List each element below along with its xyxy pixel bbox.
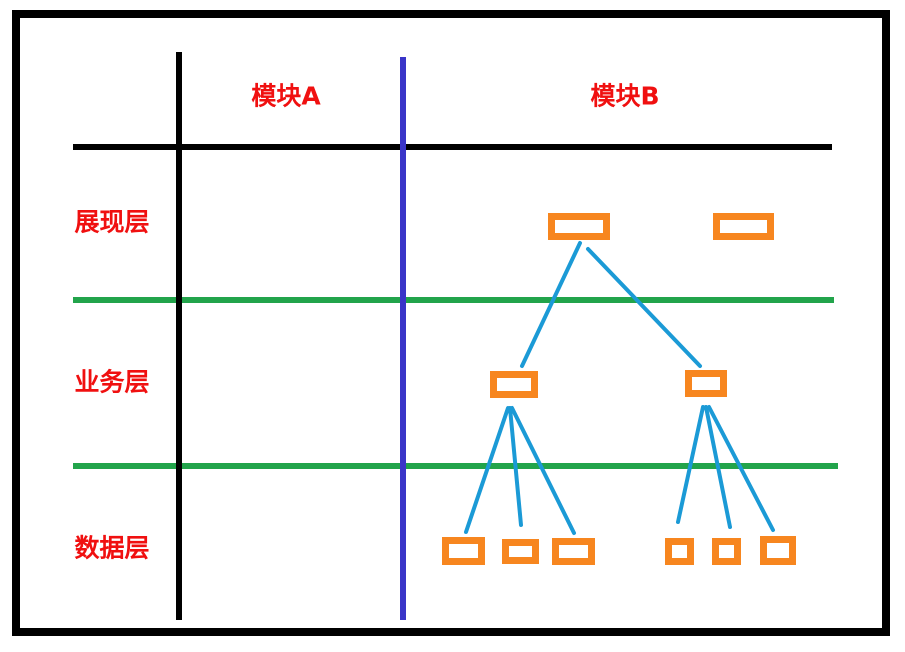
component-box-data-box-3[interactable]	[552, 538, 595, 565]
outer-frame	[12, 10, 890, 636]
component-box-data-box-4[interactable]	[665, 538, 694, 565]
divider-lines	[73, 52, 838, 620]
connector-lines	[464, 241, 775, 535]
module-label-module-b: 模块B	[590, 81, 660, 111]
connector-business-box-2-to-data-box-6	[707, 405, 775, 532]
component-box-business-box-2[interactable]	[685, 370, 727, 397]
connector-business-box-1-to-data-box-2	[508, 406, 523, 527]
layer-label-presentation-layer: 展现层	[74, 207, 150, 237]
component-box-data-box-5[interactable]	[712, 538, 741, 565]
component-box-business-box-1[interactable]	[490, 371, 538, 398]
connector-presentation-box-1-to-business-box-2	[586, 247, 702, 368]
component-box-presentation-box-2[interactable]	[713, 213, 774, 240]
component-box-data-box-2[interactable]	[502, 539, 539, 564]
component-box-data-box-6[interactable]	[760, 536, 796, 565]
component-box-data-box-1[interactable]	[442, 537, 485, 565]
connector-business-box-2-to-data-box-5	[704, 405, 732, 529]
component-box-presentation-box-1[interactable]	[548, 213, 610, 240]
connector-presentation-box-1-to-business-box-1	[520, 241, 582, 368]
frame-border	[12, 10, 890, 636]
layer-label-data-layer: 数据层	[74, 533, 150, 563]
module-label-module-a: 模块A	[251, 81, 321, 111]
component-boxes	[442, 213, 796, 565]
layer-label-business-layer: 业务层	[74, 367, 150, 397]
connector-business-box-1-to-data-box-3	[510, 406, 576, 535]
connector-business-box-2-to-data-box-4	[676, 405, 705, 524]
connector-business-box-1-to-data-box-1	[464, 406, 510, 534]
